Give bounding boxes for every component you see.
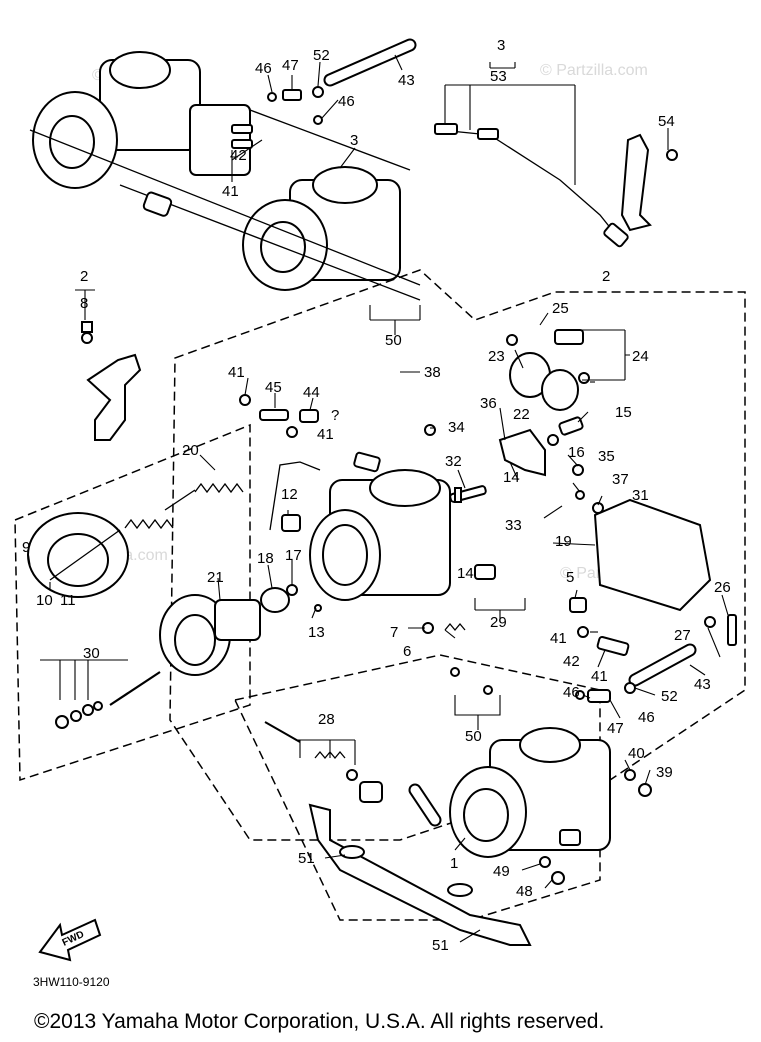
label-30: 30 [83,645,100,662]
label-37: 37 [612,471,629,488]
jet-28 [264,721,383,803]
label-16: 16 [568,444,585,461]
callout-box-left [14,423,251,782]
label-6: 6 [403,643,411,660]
label-46: 46 [255,60,272,77]
label-49: 49 [493,863,510,880]
label-26: 26 [714,579,731,596]
label-52: 52 [313,47,330,64]
label-52: 52 [661,688,678,705]
label-47: 47 [282,57,299,74]
label-19: 19 [555,533,572,550]
label-29: 29 [490,614,507,631]
float-cover-19 [593,498,712,612]
rod-43-bottom [630,645,695,685]
label-22: 22 [513,406,530,423]
label-14: 14 [503,469,520,486]
label-11: 11 [60,592,76,609]
label-28: 28 [318,711,335,728]
label-13: 13 [308,624,325,641]
choke-parts [506,329,590,446]
middle-carb [269,461,451,601]
top-hardware [81,86,324,344]
label-50: 50 [465,728,482,745]
label-14: 14 [457,565,474,582]
label-10: 10 [36,592,53,609]
left-bracket [86,353,142,441]
label-12: 12 [281,486,298,503]
carburetor-exploded-diagram: © Partzilla.com © Partzilla.com © Partzi… [14,37,746,989]
label-41: 41 [317,426,334,443]
label-2: 2 [80,268,88,285]
label-47: 47 [607,720,624,737]
bottom-carb-1 [449,727,611,858]
label-43: 43 [398,72,415,89]
label-32: 32 [445,453,462,470]
label-41: 41 [222,183,239,200]
label-40: 40 [628,745,645,762]
label-21: 21 [207,569,224,586]
watermark-top-right: © Partzilla.com [540,62,648,79]
label-5: 5 [566,569,574,586]
label-48: 48 [516,883,533,900]
label-51: 51 [298,850,315,867]
diaphragm-cover [27,512,129,598]
label-36: 36 [480,395,497,412]
label-2: 2 [602,268,610,285]
label-20: 20 [182,442,199,459]
label-43: 43 [694,676,711,693]
label-31: 31 [632,487,649,504]
label-15: 15 [615,404,632,421]
label-7: ? [331,407,339,424]
label-33: 33 [505,517,522,534]
label-3: 3 [350,132,358,149]
label-39: 39 [656,764,673,781]
copyright-notice: ©2013 Yamaha Motor Corporation, U.S.A. A… [34,1010,605,1033]
label-42: 42 [230,147,247,164]
label-23: 23 [488,348,505,365]
label-54: 54 [658,113,675,130]
needle-30 [40,659,161,729]
piston-21 [159,594,261,676]
leader-lines [27,54,729,943]
label-18: 18 [257,550,274,567]
spring-20 [124,482,244,530]
label-45: 45 [265,379,282,396]
label-51: 51 [432,937,449,954]
label-41: 41 [550,630,567,647]
label-24: 24 [632,348,649,365]
throttle-cable-53 [434,62,629,248]
bracket-54 [620,133,678,232]
label-34: 34 [448,419,465,436]
label-46: 46 [563,684,580,701]
label-9: 9 [22,539,30,556]
label-46: 46 [338,93,355,110]
label-25: 25 [552,300,569,317]
callout-box-2 [169,269,746,841]
label-7: 7 [390,624,398,641]
label-27: 27 [674,627,691,644]
fwd-arrow-icon: FWD [38,918,102,962]
mid-small-parts [239,394,587,634]
callout-box-bottom [233,654,601,921]
label-1: 1 [450,855,458,872]
label-46: 46 [638,709,655,726]
label-41: 41 [591,668,608,685]
label-3: 3 [497,37,505,54]
label-50: 50 [385,332,402,349]
right-hardware [454,464,737,646]
bracket-51 [308,803,532,946]
label-53: 53 [490,68,507,85]
diagram-code: 3HW110-9120 [33,975,110,989]
label-42: 42 [563,653,580,670]
label-17: 17 [285,547,302,564]
label-38: 38 [424,364,441,381]
label-41: 41 [228,364,245,381]
label-35: 35 [598,448,615,465]
lever-36 [498,428,546,477]
top-carb-assembly [29,51,421,301]
label-8: 8 [80,295,88,312]
label-44: 44 [303,384,320,401]
